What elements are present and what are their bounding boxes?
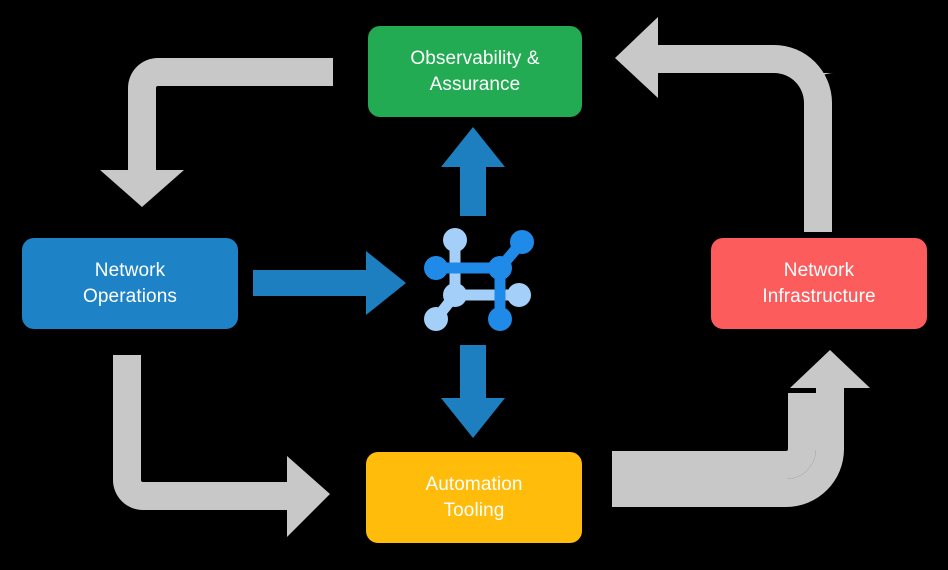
icon-node-right [507, 283, 531, 307]
icon-node-top-right [510, 230, 534, 254]
box-observability-assurance-label: Observability & Assurance [410, 47, 540, 95]
blue-arrow-down-to-automation-tooling [441, 345, 505, 438]
box-network-infrastructure[interactable]: Network Infrastructure [711, 238, 927, 329]
box-automation-tooling-label: Automation Tooling [425, 473, 523, 521]
gray-arrow-observability-to-network-operations [100, 58, 333, 207]
icon-node-bottom-left [424, 307, 448, 331]
icon-node-top-left [443, 228, 467, 252]
box-network-operations-label: Network Operations [83, 259, 177, 307]
icon-nodes [424, 228, 534, 331]
network-topology-icon [424, 228, 534, 331]
gray-arrow-automation-tooling-to-network-infrastructure-body [612, 350, 870, 507]
gray-arrow-automation-tooling-to-network-infrastructure [612, 393, 816, 479]
blue-arrow-up-to-observability [441, 127, 505, 216]
gray-arrow-network-infrastructure-to-observability-body [615, 17, 832, 232]
gray-arrow-network-operations-to-automation-tooling [113, 355, 330, 537]
icon-node-bottom [488, 307, 512, 331]
box-automation-tooling[interactable]: Automation Tooling [366, 452, 582, 543]
blue-arrow-right-to-center [253, 251, 406, 315]
box-network-infrastructure-label: Network Infrastructure [762, 259, 876, 307]
box-network-operations[interactable]: Network Operations [22, 238, 238, 329]
icon-node-bottom-left-hub [443, 283, 467, 307]
box-observability-assurance[interactable]: Observability & Assurance [368, 26, 582, 117]
icon-node-center [488, 256, 512, 280]
icon-node-left [424, 256, 448, 280]
